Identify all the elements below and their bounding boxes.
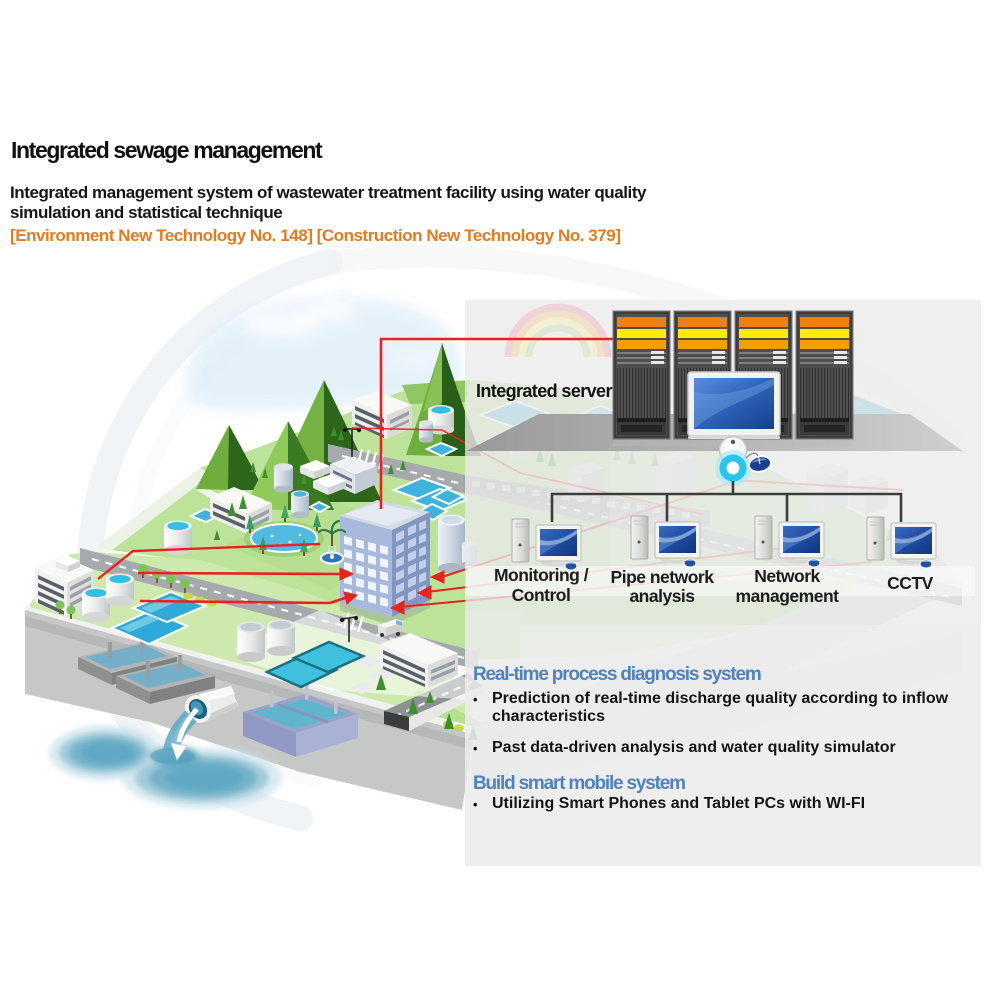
svg-text:analysis: analysis <box>629 586 695 606</box>
svg-text:management: management <box>736 586 840 606</box>
svg-text:Pipe network: Pipe network <box>611 567 715 587</box>
svg-text:Network: Network <box>754 566 820 586</box>
svg-text:Monitoring /: Monitoring / <box>494 565 589 585</box>
svg-text:CCTV: CCTV <box>887 573 933 593</box>
svg-text:Control: Control <box>512 585 571 605</box>
svg-text:Integrated server: Integrated server <box>476 381 612 401</box>
